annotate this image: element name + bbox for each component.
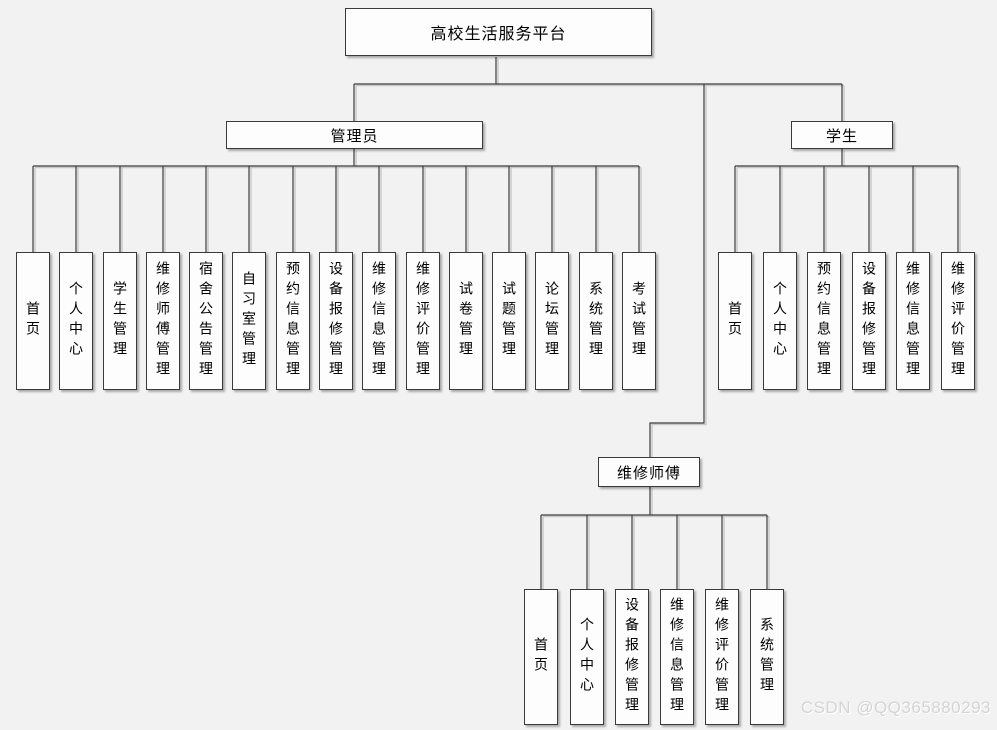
node-role-worker: 维修师傅 <box>598 457 700 487</box>
node-admin-leaf: 系统管理 <box>579 252 613 390</box>
node-student-leaf: 个人中心 <box>763 252 797 390</box>
node-worker-leaf: 个人中心 <box>570 589 604 725</box>
node-admin-leaf: 维修评价管理 <box>406 252 440 390</box>
node-student-leaf: 维修评价管理 <box>941 252 975 390</box>
node-admin-leaf: 设备报修管理 <box>319 252 353 390</box>
watermark-text: CSDN @QQ365880293 <box>800 698 991 717</box>
node-role-admin: 管理员 <box>226 121 483 149</box>
node-admin-leaf: 论坛管理 <box>535 252 569 390</box>
node-worker-leaf: 维修评价管理 <box>705 589 739 725</box>
node-worker-leaf: 设备报修管理 <box>615 589 649 725</box>
node-admin-leaf: 维修师傅管理 <box>146 252 180 390</box>
node-admin-leaf: 学生管理 <box>103 252 137 390</box>
node-admin-leaf: 维修信息管理 <box>362 252 396 390</box>
node-student-leaf: 预约信息管理 <box>807 252 841 390</box>
node-platform-title: 高校生活服务平台 <box>345 8 652 56</box>
node-admin-leaf: 试卷管理 <box>449 252 483 390</box>
node-worker-leaf: 系统管理 <box>750 589 784 725</box>
node-admin-leaf: 自习室管理 <box>232 252 266 390</box>
node-admin-leaf: 预约信息管理 <box>276 252 310 390</box>
node-admin-leaf: 个人中心 <box>59 252 93 390</box>
node-worker-leaf: 首页 <box>524 589 558 725</box>
node-admin-leaf: 考试管理 <box>622 252 656 390</box>
node-admin-leaf: 首页 <box>16 252 50 390</box>
node-student-leaf: 维修信息管理 <box>896 252 930 390</box>
node-role-student: 学生 <box>791 121 893 149</box>
node-admin-leaf: 试题管理 <box>492 252 526 390</box>
node-student-leaf: 设备报修管理 <box>852 252 886 390</box>
node-worker-leaf: 维修信息管理 <box>660 589 694 725</box>
node-student-leaf: 首页 <box>718 252 752 390</box>
node-admin-leaf: 宿舍公告管理 <box>189 252 223 390</box>
